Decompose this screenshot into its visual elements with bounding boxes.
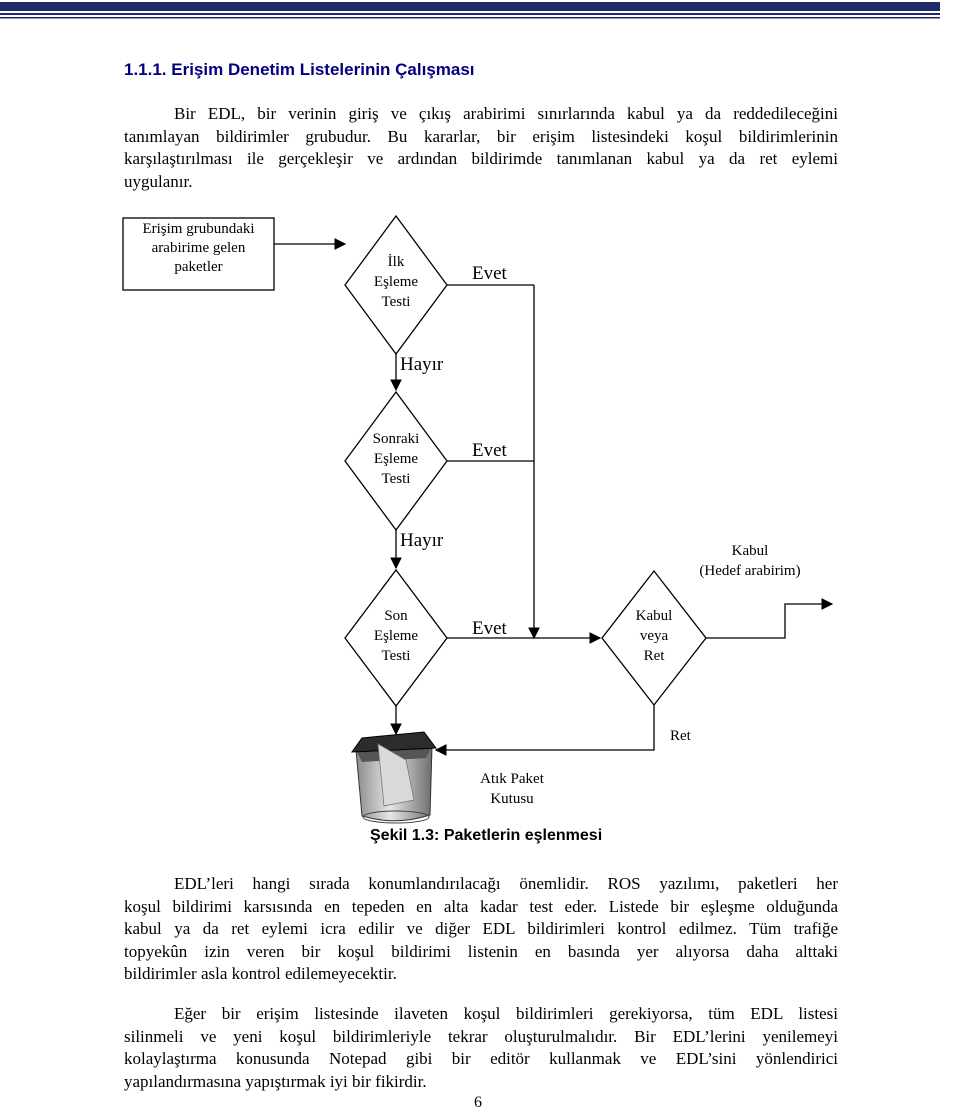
no-label: Hayır [400,530,444,551]
paragraph-line: kabul ya da ret eylemi icra edilir ve di… [124,919,838,938]
header-rule [0,0,960,22]
input-box-label: Erişim grubundaki arabirime gelen paketl… [123,220,274,277]
paragraph-editing: Eğer bir erişim listesinde ilaveten koşu… [124,1003,838,1093]
input-box-line: Erişim grubundaki [142,221,255,237]
paragraph-line: kolaylaştırma konusunda Notepad gibi bir… [124,1049,838,1068]
decision-label: Kabul veya Ret [604,606,704,666]
decision-line: veya [639,628,669,644]
paragraph-line: koşul bildirimi karsısında en tepeden en… [124,896,838,916]
page-number: 6 [474,1094,482,1111]
input-box [122,217,275,291]
paragraph-order: EDL’leri hangi sırada konumlandırılacağı… [124,873,838,986]
yes-label: Evet [472,440,507,461]
bin-label: Atık Paket Kutusu [462,769,562,809]
section-heading: 1.1.1. Erişim Denetim Listelerinin Çalış… [124,60,475,79]
reject-label: Ret [670,728,691,744]
paragraph-line: silinmeli ve yeni koşul bildirimleriyle … [124,1026,838,1046]
first-test-line: Testi [381,294,411,310]
figure-caption: Şekil 1.3: Paketlerin eşlenmesi [370,827,603,844]
last-test-line: Son [384,608,408,624]
last-test-line: Eşleme [373,628,419,644]
first-test-line: İlk [387,254,405,270]
paragraph-line: topyekûn izin veren bir koşul bildirimi … [124,941,838,961]
paragraph-line: Bir EDL, bir verinin giriş ve çıkış arab… [174,104,838,123]
next-test-line: Sonraki [372,431,420,447]
bin-line: Kutusu [490,791,534,807]
accept-line: Kabul [731,543,769,559]
trash-bin-icon [350,731,437,824]
no-label: Hayır [400,354,444,375]
accept-label: Kabul (Hedef arabirim) [680,541,820,581]
paragraph-line: uygulanır. [124,171,193,191]
last-test-line: Testi [381,648,411,664]
paragraph-intro: Bir EDL, bir verinin giriş ve çıkış arab… [124,103,838,193]
paragraph-line: bildirimler asla kontrol edilemeyecektir… [124,964,397,983]
next-test-line: Testi [381,471,411,487]
last-test-label: Son Eşleme Testi [346,606,446,666]
decision-line: Ret [643,648,665,664]
paragraph-line: tanımlayan bildirimler grubudur. Bu kara… [124,126,838,146]
next-test-label: Sonraki Eşleme Testi [346,429,446,489]
paragraph-line: Eğer bir erişim listesinde ilaveten koşu… [174,1004,838,1023]
first-test-label: İlk Eşleme Testi [346,252,446,312]
input-box-line: arabirime gelen [151,240,246,256]
accept-arrow [706,598,834,639]
input-box-line: paketler [174,259,223,275]
yes-label: Evet [472,618,507,639]
yes-label: Evet [472,263,507,284]
accept-line: (Hedef arabirim) [699,563,801,579]
paragraph-line: karşılaştırılması ile gerçekleşir ve ard… [124,149,838,168]
decision-line: Kabul [635,608,673,624]
first-test-line: Eşleme [373,274,419,290]
bin-line: Atık Paket [480,771,544,787]
paragraph-line: EDL’leri hangi sırada konumlandırılacağı… [174,874,838,893]
reject-arrow [434,705,655,756]
next-test-line: Eşleme [373,451,419,467]
paragraph-line: yapılandırmasına yapıştırmak iyi bir fik… [124,1071,427,1091]
